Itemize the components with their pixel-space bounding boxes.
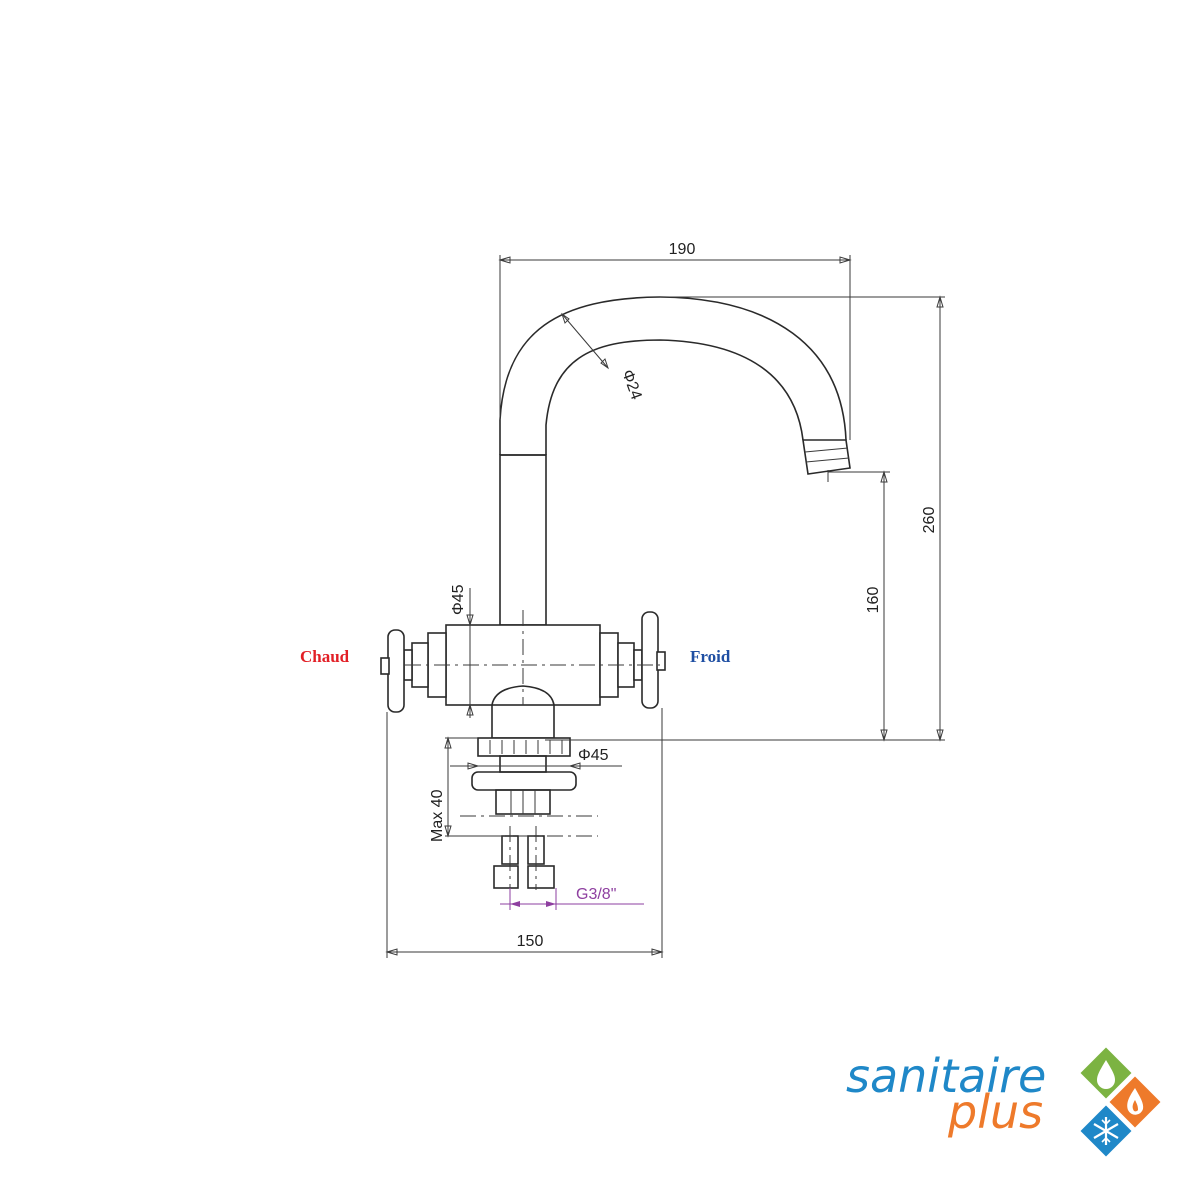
dim-190: 190 [669, 241, 696, 258]
dim-diameter-24: Φ24 [618, 368, 644, 403]
valve-body [380, 610, 666, 713]
dim-160: 160 [865, 587, 882, 614]
column [499, 454, 547, 634]
sanitaire-plus-logo: sanitaire plus [846, 1047, 1161, 1157]
label-hot: Chaud [300, 647, 350, 666]
base [460, 685, 598, 890]
spout [499, 296, 851, 482]
dim-max-40: Max 40 [429, 789, 446, 842]
dim-thread-g38: G3/8" [576, 886, 616, 903]
dim-260: 260 [921, 507, 938, 534]
water-drop-icon [1080, 1047, 1132, 1099]
snowflake-icon [1080, 1105, 1132, 1157]
logo-line-2: plus [947, 1085, 1043, 1139]
dimensions: 190 260 160 Φ24 Φ45 Φ45 Max 40 G3/8" [385, 241, 945, 958]
label-cold: Froid [690, 647, 731, 666]
dim-150: 150 [517, 933, 544, 950]
dim-diameter-45-base: Φ45 [578, 747, 609, 764]
flame-icon [1109, 1076, 1161, 1128]
logo-line-1: sanitaire [846, 1049, 1046, 1103]
dim-diameter-45-body: Φ45 [450, 584, 467, 615]
